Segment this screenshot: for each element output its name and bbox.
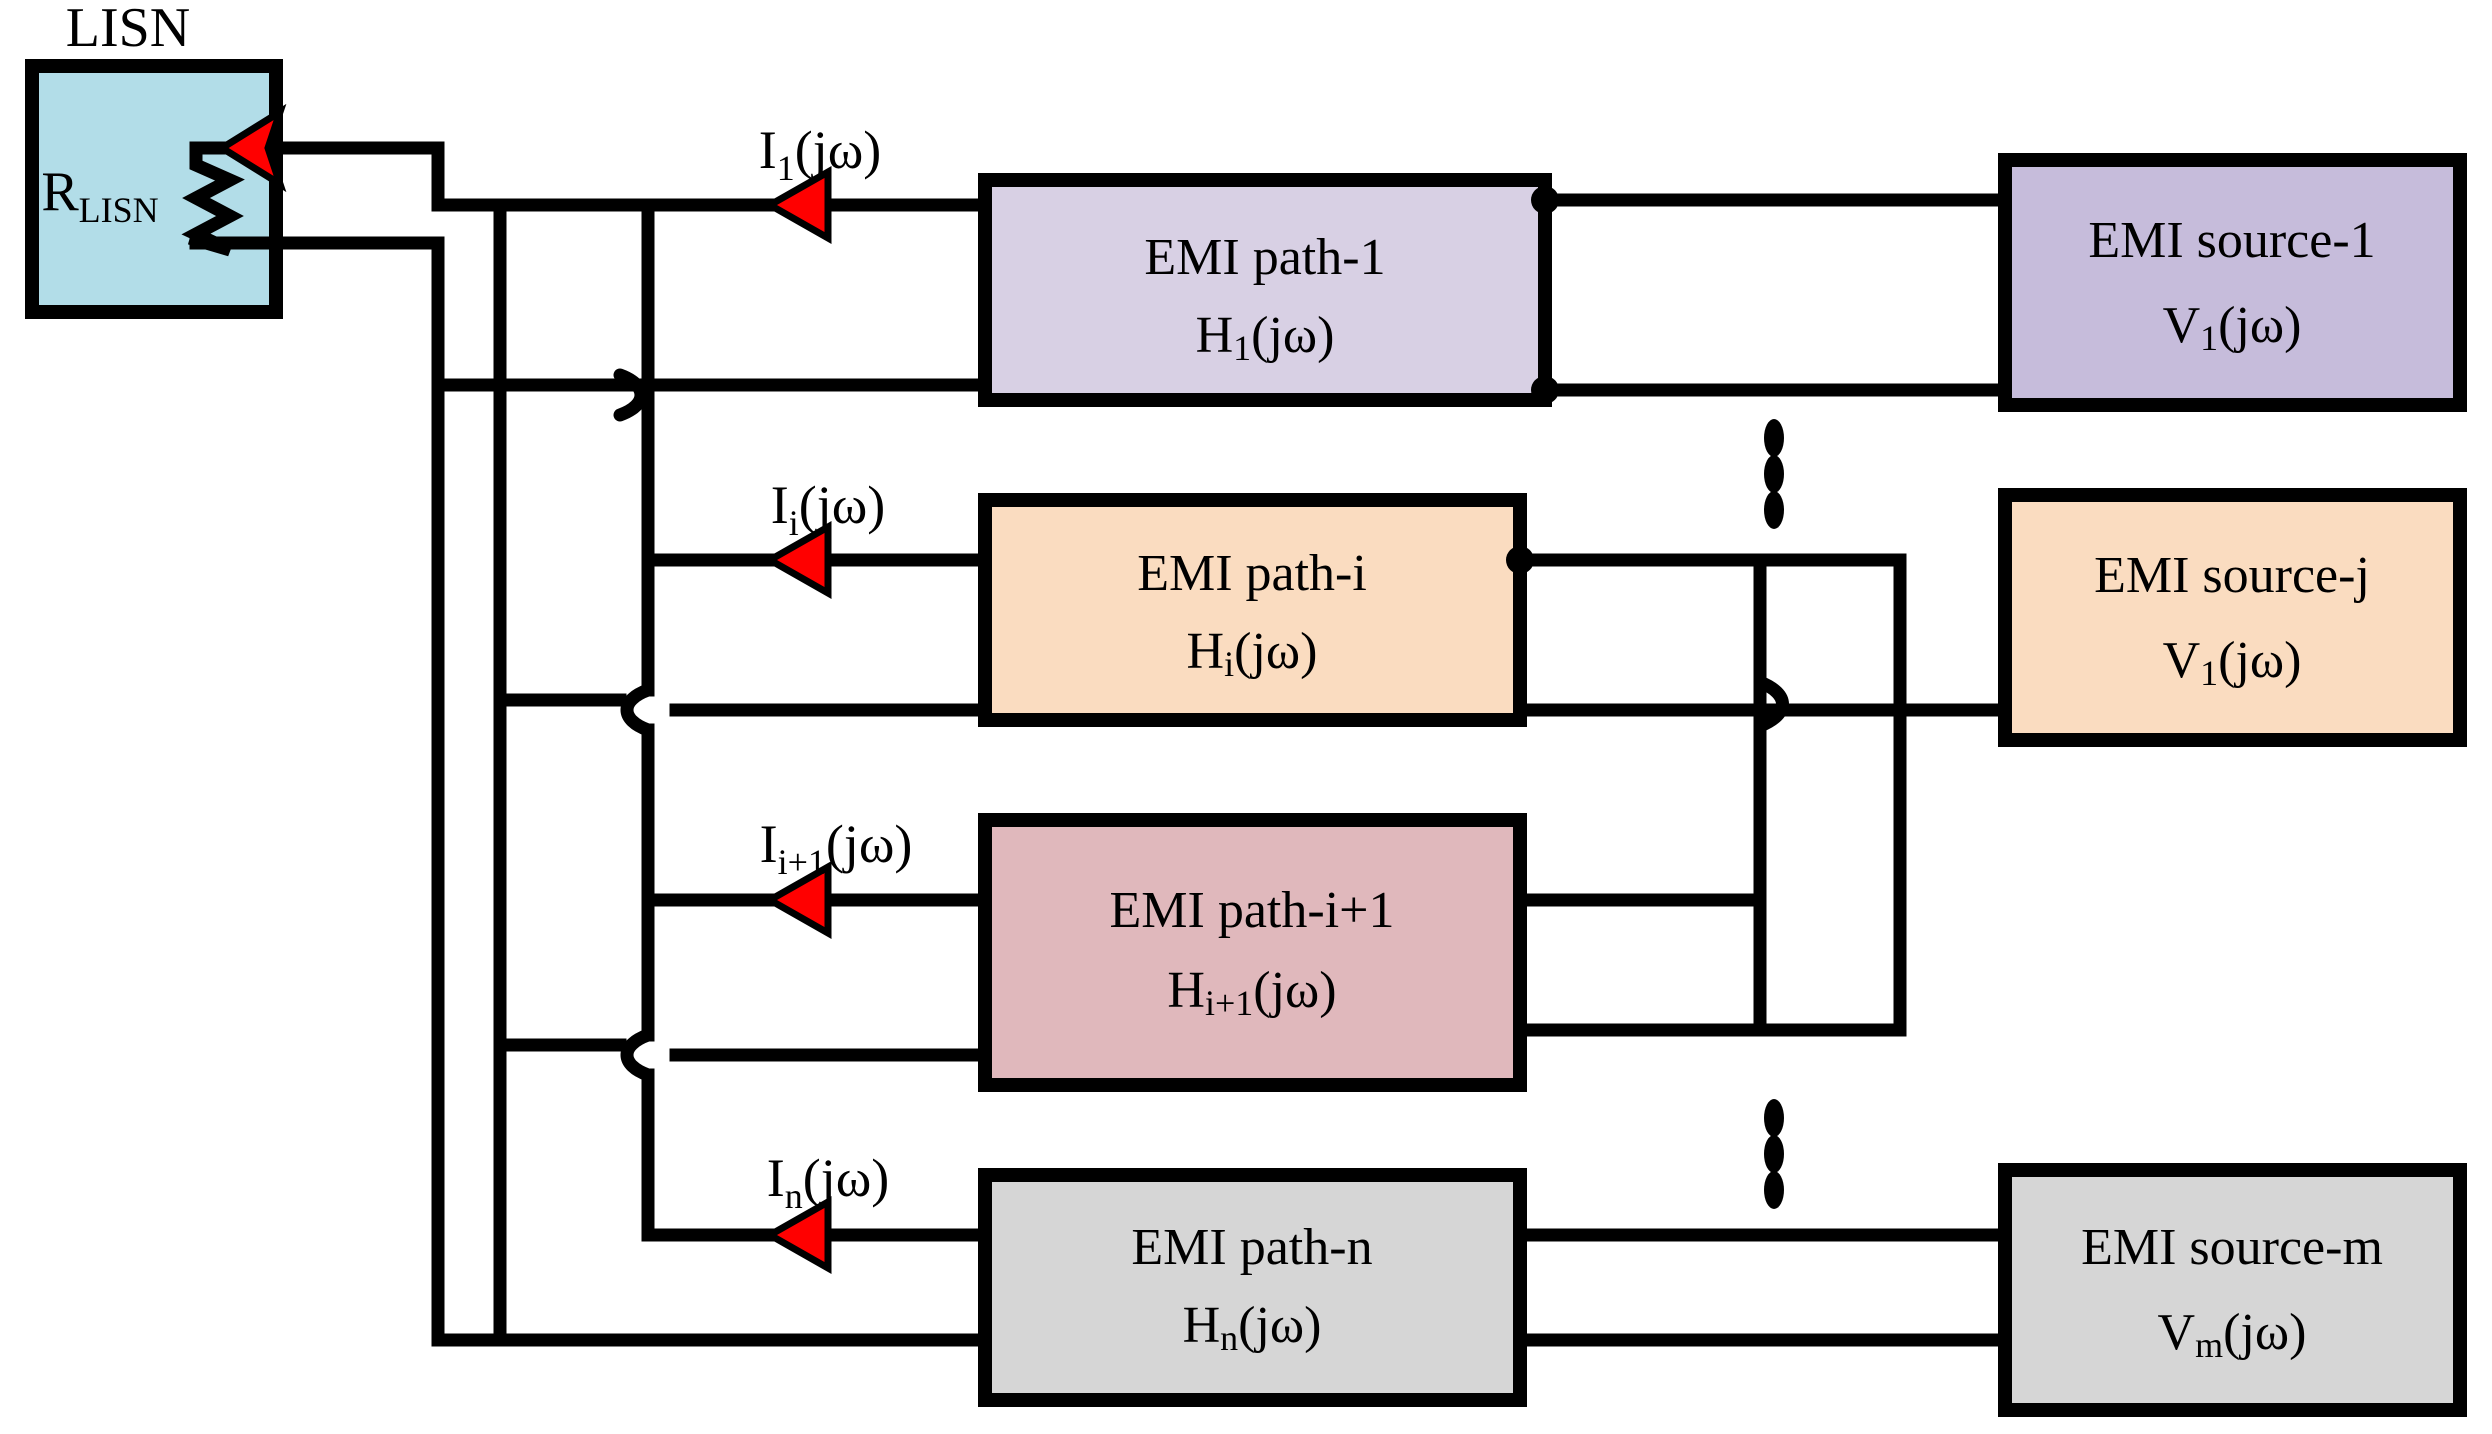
current-label-n: In(jω): [767, 1148, 890, 1216]
emi-source-1-line2: V1(jω): [2163, 297, 2302, 358]
ellipsis-dot: [1764, 491, 1784, 529]
lisn-caption: LISN: [66, 0, 190, 59]
emi-path-i-line2: Hi(jω): [1187, 623, 1318, 684]
ellipsis-dot: [1764, 1099, 1784, 1137]
emi-path-n-line1: EMI path-n: [1131, 1219, 1372, 1276]
lisn-group: LISN RLISN: [25, 0, 445, 319]
current-label-i-plus-1: Ii+1(jω): [760, 814, 913, 882]
emi-path-1-line2: H1(jω): [1196, 307, 1335, 368]
lisn-resistor-label: RLISN: [41, 161, 158, 230]
current-label-1: I1(jω): [759, 120, 882, 188]
emi-source-j-line1: EMI source-j: [2094, 547, 2370, 604]
emi-path-i-plus-1-line1: EMI path-i+1: [1110, 882, 1395, 939]
emi-source-blocks: EMI source-1 V1(jω) EMI source-j V1(jω) …: [1998, 153, 2467, 1417]
emi-source-m-box[interactable]: [1998, 1163, 2467, 1417]
current-label-i: Ii(jω): [771, 475, 886, 543]
arrow-icon-in: [762, 1195, 832, 1275]
emi-source-j-box[interactable]: [1998, 488, 2467, 747]
emi-path-i-box[interactable]: [978, 493, 1527, 727]
emi-source-1-box[interactable]: [1998, 153, 2467, 412]
arrow-icon-ii1: [762, 860, 832, 940]
lisn-rail-links: [431, 141, 655, 1347]
arrow-icon-i1: [762, 165, 832, 245]
arrow-icon-ii: [762, 520, 832, 600]
ellipsis-dot: [1764, 1135, 1784, 1173]
emi-path-n-box[interactable]: [978, 1168, 1527, 1407]
emi-path-n-line2: Hn(jω): [1183, 1297, 1322, 1358]
emi-path-i-line1: EMI path-i: [1137, 545, 1367, 602]
emi-path-i-plus-1-box[interactable]: [978, 813, 1527, 1092]
vertical-ellipsis-upper: [1764, 419, 1784, 529]
lisn-arrow-icon: [215, 103, 287, 193]
wire-hop-bus-b-2: [620, 1028, 655, 1082]
wire-hop-rowi-right: [1753, 675, 1789, 733]
current-labels: I1(jω) Ii(jω) Ii+1(jω) In(jω): [759, 120, 913, 1216]
emi-path-blocks: EMI path-1 H1(jω) EMI path-i Hi(jω) EMI …: [978, 173, 1552, 1407]
ellipsis-dot: [1764, 455, 1784, 493]
ellipsis-dot: [1764, 419, 1784, 457]
wire-hop-row1: [613, 368, 648, 422]
ellipsis-dot: [1764, 1171, 1784, 1209]
wire-hop-bus-b-1: [620, 683, 655, 737]
emi-source-m-line1: EMI source-m: [2081, 1219, 2383, 1276]
emi-path-i-plus-1-line2: Hi+1(jω): [1167, 962, 1336, 1023]
junction-dots: [1506, 186, 1559, 574]
emi-source-j-line2: V1(jω): [2163, 632, 2302, 693]
current-arrowheads: [762, 165, 832, 1275]
emi-source-1-line1: EMI source-1: [2088, 212, 2375, 269]
junction-dot-path1-bottom: [1531, 376, 1559, 404]
vertical-ellipsis-lower: [1764, 1099, 1784, 1209]
junction-dot-path1-top: [1531, 186, 1559, 214]
lisn-box[interactable]: [25, 59, 283, 319]
emi-source-m-line2: Vm(jω): [2158, 1304, 2307, 1365]
emi-path-1-box[interactable]: [978, 173, 1552, 407]
junction-dot-pathi-top: [1506, 546, 1534, 574]
emi-path-1-line1: EMI path-1: [1144, 229, 1385, 286]
